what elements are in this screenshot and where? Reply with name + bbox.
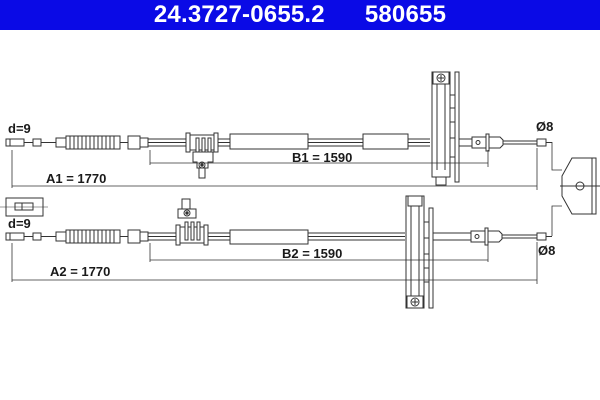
cable-1-sheath-length-label: B1 = 1590 bbox=[292, 150, 352, 165]
cable-1-sleeve-tube-b bbox=[362, 133, 409, 150]
cable-2-end-diameter-label: d=9 bbox=[8, 216, 31, 231]
cable-2-left-end-fitting bbox=[5, 232, 25, 241]
cable-2 bbox=[0, 195, 552, 309]
cable-1-sleeve-tube-a bbox=[229, 133, 309, 150]
cable-2-mounting-bracket bbox=[405, 195, 434, 309]
cable-1 bbox=[5, 71, 552, 186]
cable-1-mounting-bracket bbox=[431, 71, 460, 186]
cable-2-mounting-clip bbox=[175, 198, 209, 246]
cable-2-total-length-label: A2 = 1770 bbox=[50, 264, 110, 279]
end-fitting-detail bbox=[560, 157, 600, 215]
cable-1-nipple-end bbox=[536, 138, 547, 147]
cable-2-sheath-length-label: B2 = 1590 bbox=[282, 246, 342, 261]
part-number: 24.3727-0655.2 bbox=[153, 1, 325, 28]
cable-1-nipple-diameter-label: Ø8 bbox=[536, 119, 553, 134]
cable-2-nipple-end bbox=[536, 232, 547, 241]
cable-1-left-end-fitting bbox=[5, 138, 25, 147]
cable-technical-drawing: d=9 Ø8 B1 = 1590 A1 = 1770 d=9 Ø8 B2 = 1… bbox=[0, 71, 600, 309]
cable-1-total-length-label: A1 = 1770 bbox=[46, 171, 106, 186]
cable-1-bellows-boot bbox=[65, 135, 121, 150]
cable-1-mounting-clip bbox=[185, 132, 219, 179]
cable-2-nipple-diameter-label: Ø8 bbox=[538, 243, 555, 258]
cable-2-bellows-boot bbox=[65, 229, 121, 244]
title-bar: 24.3727-0655.2 580655 bbox=[0, 0, 600, 30]
cable-2-sleeve-tube bbox=[229, 229, 309, 245]
cable-1-end-diameter-label: d=9 bbox=[8, 121, 31, 136]
reference-number: 580655 bbox=[364, 1, 447, 28]
